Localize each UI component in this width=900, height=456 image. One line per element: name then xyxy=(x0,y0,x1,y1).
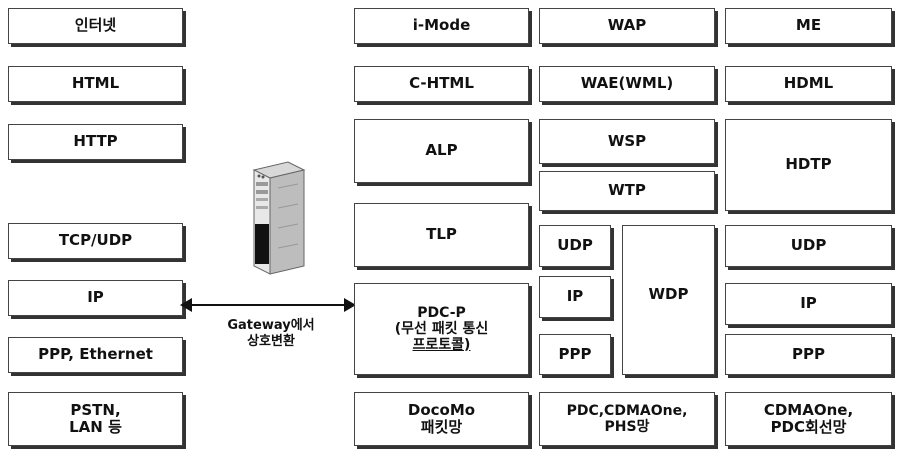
internet-label: 인터넷 xyxy=(75,17,116,34)
gateway-server-icon xyxy=(248,158,308,278)
wae-box: WAE(WML) xyxy=(539,66,715,102)
wdp-box: WDP xyxy=(622,225,715,375)
hdml-box: HDML xyxy=(725,66,892,102)
pdcp-desc1: (무선 패킷 통신 xyxy=(395,321,488,337)
wsp-label: WSP xyxy=(608,133,646,150)
html-box: HTML xyxy=(8,66,183,102)
gateway-arrow xyxy=(180,296,356,314)
wap-network-box: PDC,CDMAOne, PHS망 xyxy=(539,392,715,446)
wap-network-label2: PHS망 xyxy=(605,419,650,435)
imode-box: i-Mode xyxy=(354,8,529,44)
ip-label: IP xyxy=(87,289,104,306)
chtml-box: C-HTML xyxy=(354,66,529,102)
hdtp-box: HDTP xyxy=(725,119,892,211)
http-box: HTTP xyxy=(8,124,183,160)
wap-label: WAP xyxy=(608,17,646,34)
docomo-net-label: 패킷망 xyxy=(421,419,462,436)
pdcp-box: PDC-P (무선 패킷 통신 프로토콜) xyxy=(354,283,529,375)
wtp-label: WTP xyxy=(608,182,646,199)
html-label: HTML xyxy=(72,75,119,92)
wtp-box: WTP xyxy=(539,171,715,211)
me-ppp-box: PPP xyxy=(725,334,892,375)
wsp-box: WSP xyxy=(539,119,715,164)
pdcp-desc2: 프로토콜) xyxy=(413,337,471,353)
tlp-box: TLP xyxy=(354,203,529,267)
me-label: ME xyxy=(796,17,821,34)
hdml-label: HDML xyxy=(784,75,834,92)
me-ip-label: IP xyxy=(800,295,817,312)
hdtp-label: HDTP xyxy=(785,156,831,173)
wap-udp-box: UDP xyxy=(539,225,611,267)
wap-ppp-box: PPP xyxy=(539,334,611,375)
internet-box: 인터넷 xyxy=(8,8,183,44)
tlp-label: TLP xyxy=(426,226,457,243)
me-box: ME xyxy=(725,8,892,44)
ip-box: IP xyxy=(8,280,183,316)
tcp-udp-label: TCP/UDP xyxy=(59,232,132,249)
wap-ip-label: IP xyxy=(567,288,584,305)
gateway-line1: Gateway에서 xyxy=(208,318,334,334)
me-network-label2: PDC회선망 xyxy=(771,419,847,436)
alp-label: ALP xyxy=(425,142,457,159)
lan-label: LAN 등 xyxy=(69,419,122,436)
wap-network-label1: PDC,CDMAOne, xyxy=(567,403,688,419)
pdcp-label: PDC-P xyxy=(417,305,466,321)
ppp-ethernet-label: PPP, Ethernet xyxy=(38,346,153,363)
ppp-ethernet-box: PPP, Ethernet xyxy=(8,337,183,373)
pstn-lan-box: PSTN, LAN 등 xyxy=(8,392,183,446)
gateway-line2: 상호변환 xyxy=(208,334,334,350)
wap-box: WAP xyxy=(539,8,715,44)
wap-ppp-label: PPP xyxy=(559,346,592,363)
me-udp-box: UDP xyxy=(725,225,892,267)
chtml-label: C-HTML xyxy=(409,75,474,92)
me-ip-box: IP xyxy=(725,283,892,325)
tcp-udp-box: TCP/UDP xyxy=(8,223,183,259)
pstn-label: PSTN, xyxy=(70,402,120,419)
me-network-label1: CDMAOne, xyxy=(764,402,853,419)
wap-ip-box: IP xyxy=(539,276,611,318)
alp-box: ALP xyxy=(354,119,529,183)
me-network-box: CDMAOne, PDC회선망 xyxy=(725,392,892,446)
wdp-label: WDP xyxy=(649,286,689,303)
http-label: HTTP xyxy=(73,133,117,150)
wae-label: WAE(WML) xyxy=(581,75,673,92)
docomo-box: DocoMo 패킷망 xyxy=(354,392,529,446)
me-ppp-label: PPP xyxy=(792,346,825,363)
wap-udp-label: UDP xyxy=(557,237,593,254)
gateway-label: Gateway에서 상호변환 xyxy=(208,318,334,349)
docomo-label: DocoMo xyxy=(408,402,475,419)
imode-label: i-Mode xyxy=(413,17,471,34)
me-udp-label: UDP xyxy=(791,237,827,254)
